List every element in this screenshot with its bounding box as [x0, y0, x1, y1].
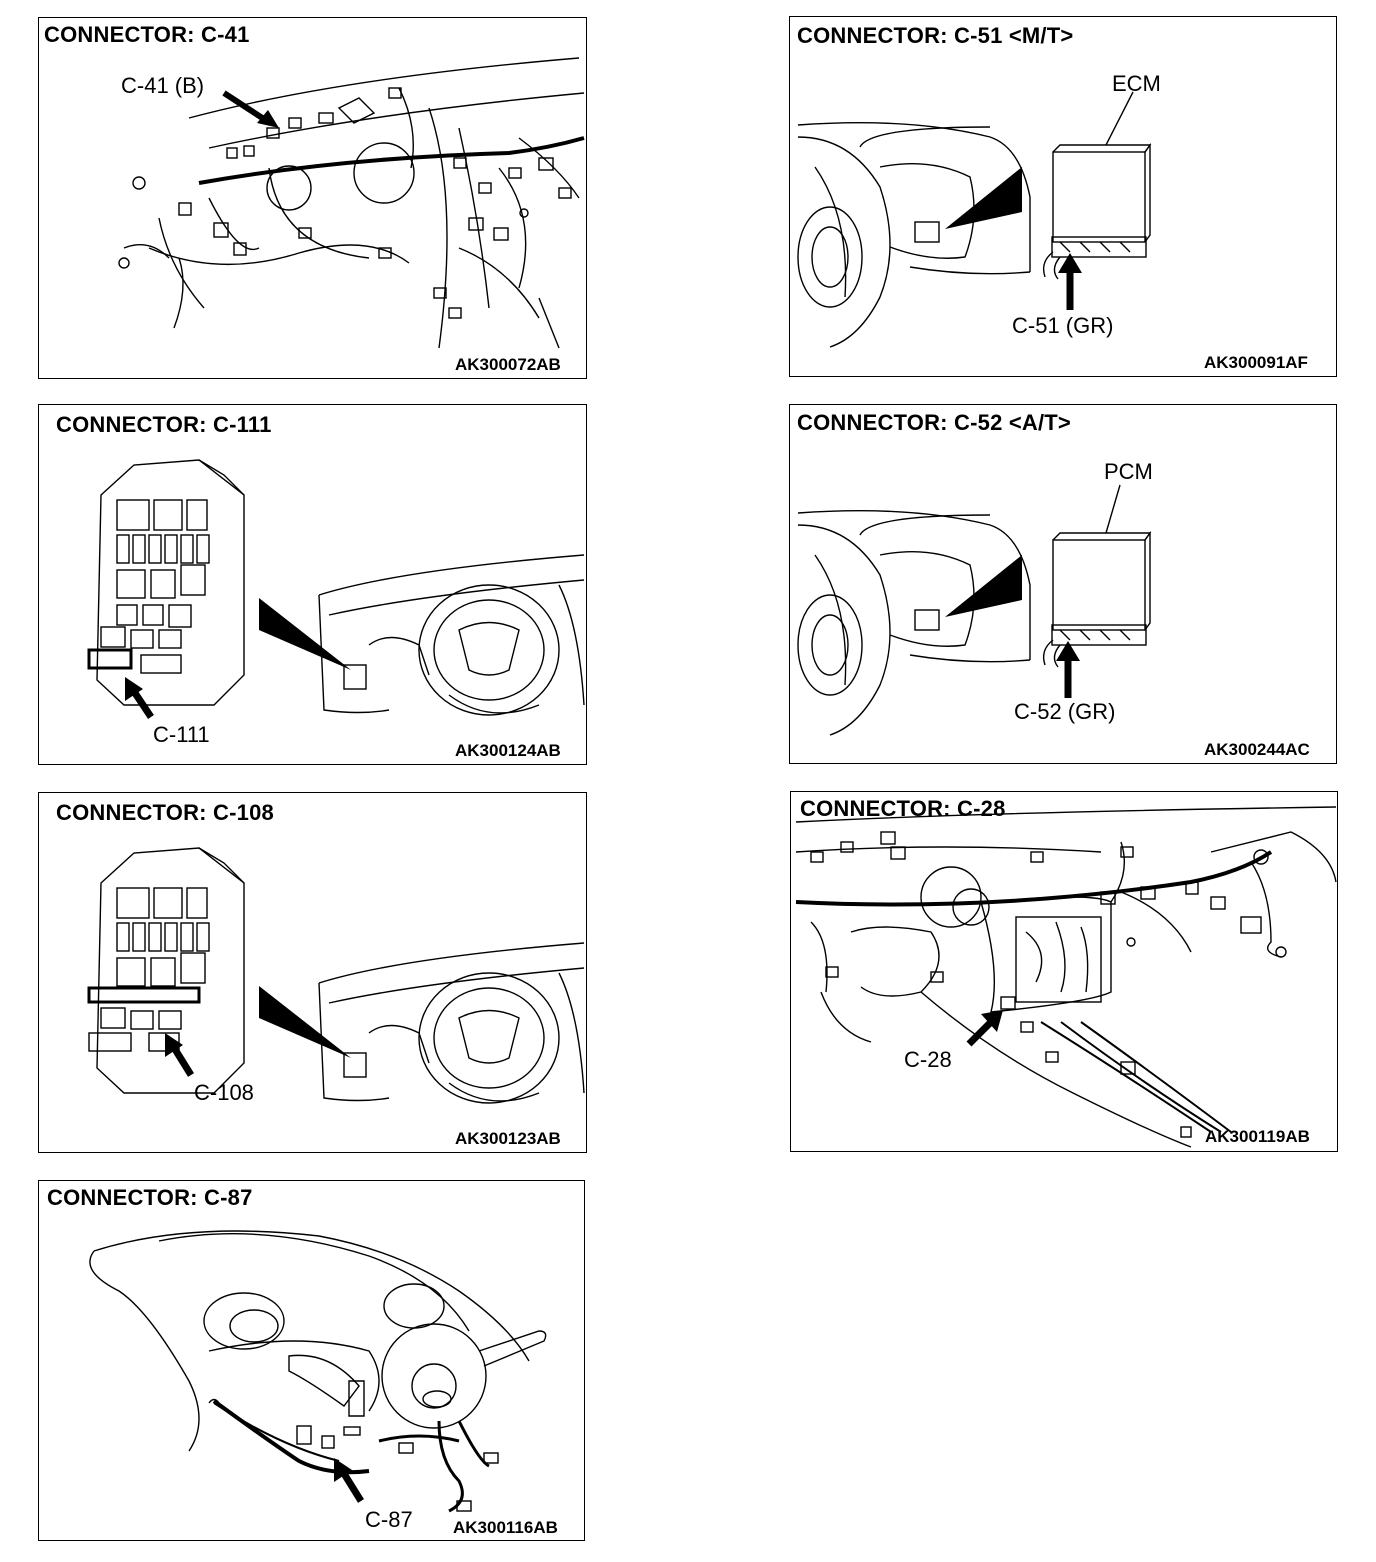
steering-column-switch-illustration [89, 1230, 547, 1513]
dashboard-wiring-harness-illustration [118, 57, 585, 349]
figure-code: AK300116AB [453, 1518, 558, 1537]
figure-code: AK300123AB [455, 1129, 561, 1148]
connector-callout-label: C-108 [194, 1080, 254, 1105]
connector-panel-c87: CONNECTOR: C-87 C-87 AK300116AB [38, 1180, 585, 1541]
panel-title: CONNECTOR: C-51 <M/T> [797, 23, 1074, 48]
dashboard-wiring-harness-illustration [795, 806, 1337, 1148]
panel-title: CONNECTOR: C-52 <A/T> [797, 410, 1071, 435]
connector-panel-c52: CONNECTOR: C-52 <A/T> PCM C-52 (GR) AK30… [789, 404, 1337, 764]
connector-callout-label: C-41 (B) [121, 73, 205, 98]
panel-title: CONNECTOR: C-41 [44, 22, 250, 47]
connector-panel-c41: CONNECTOR: C-41 C-41 (B) AK300072AB [38, 17, 587, 379]
figure-code: AK300091AF [1204, 353, 1308, 372]
connector-panel-c108: CONNECTOR: C-108 C-108 AK300123AB [38, 792, 587, 1153]
panel-title: CONNECTOR: C-28 [800, 796, 1006, 821]
panel-title: CONNECTOR: C-87 [47, 1185, 253, 1210]
figure-code: AK300072AB [455, 355, 561, 374]
connector-panel-c51: CONNECTOR: C-51 <M/T> ECM C-51 (GR) AK30… [789, 16, 1337, 377]
connector-callout-label: C-87 [365, 1507, 413, 1532]
unit-label-pcm: PCM [1104, 459, 1153, 484]
connector-panel-c28: CONNECTOR: C-28 C-28 AK300119AB [790, 791, 1338, 1152]
connector-callout-label: C-111 [153, 722, 210, 747]
connector-callout-label: C-28 [904, 1047, 952, 1072]
connector-callout-label: C-51 (GR) [1012, 313, 1114, 338]
pcm-location-illustration [797, 484, 1152, 736]
figure-code: AK300124AB [455, 741, 561, 760]
figure-code: AK300244AC [1204, 740, 1310, 759]
unit-label-ecm: ECM [1112, 71, 1161, 96]
connector-panel-c111: CONNECTOR: C-111 C-111 AK300124AB [38, 404, 587, 765]
ecm-location-illustration [797, 91, 1152, 348]
panel-title: CONNECTOR: C-108 [56, 800, 274, 825]
connector-callout-label: C-52 (GR) [1014, 699, 1116, 724]
junction-block-and-dashboard-illustration [87, 459, 585, 719]
junction-block-and-dashboard-illustration [87, 847, 585, 1104]
figure-code: AK300119AB [1205, 1127, 1310, 1146]
panel-title: CONNECTOR: C-111 [56, 412, 272, 437]
